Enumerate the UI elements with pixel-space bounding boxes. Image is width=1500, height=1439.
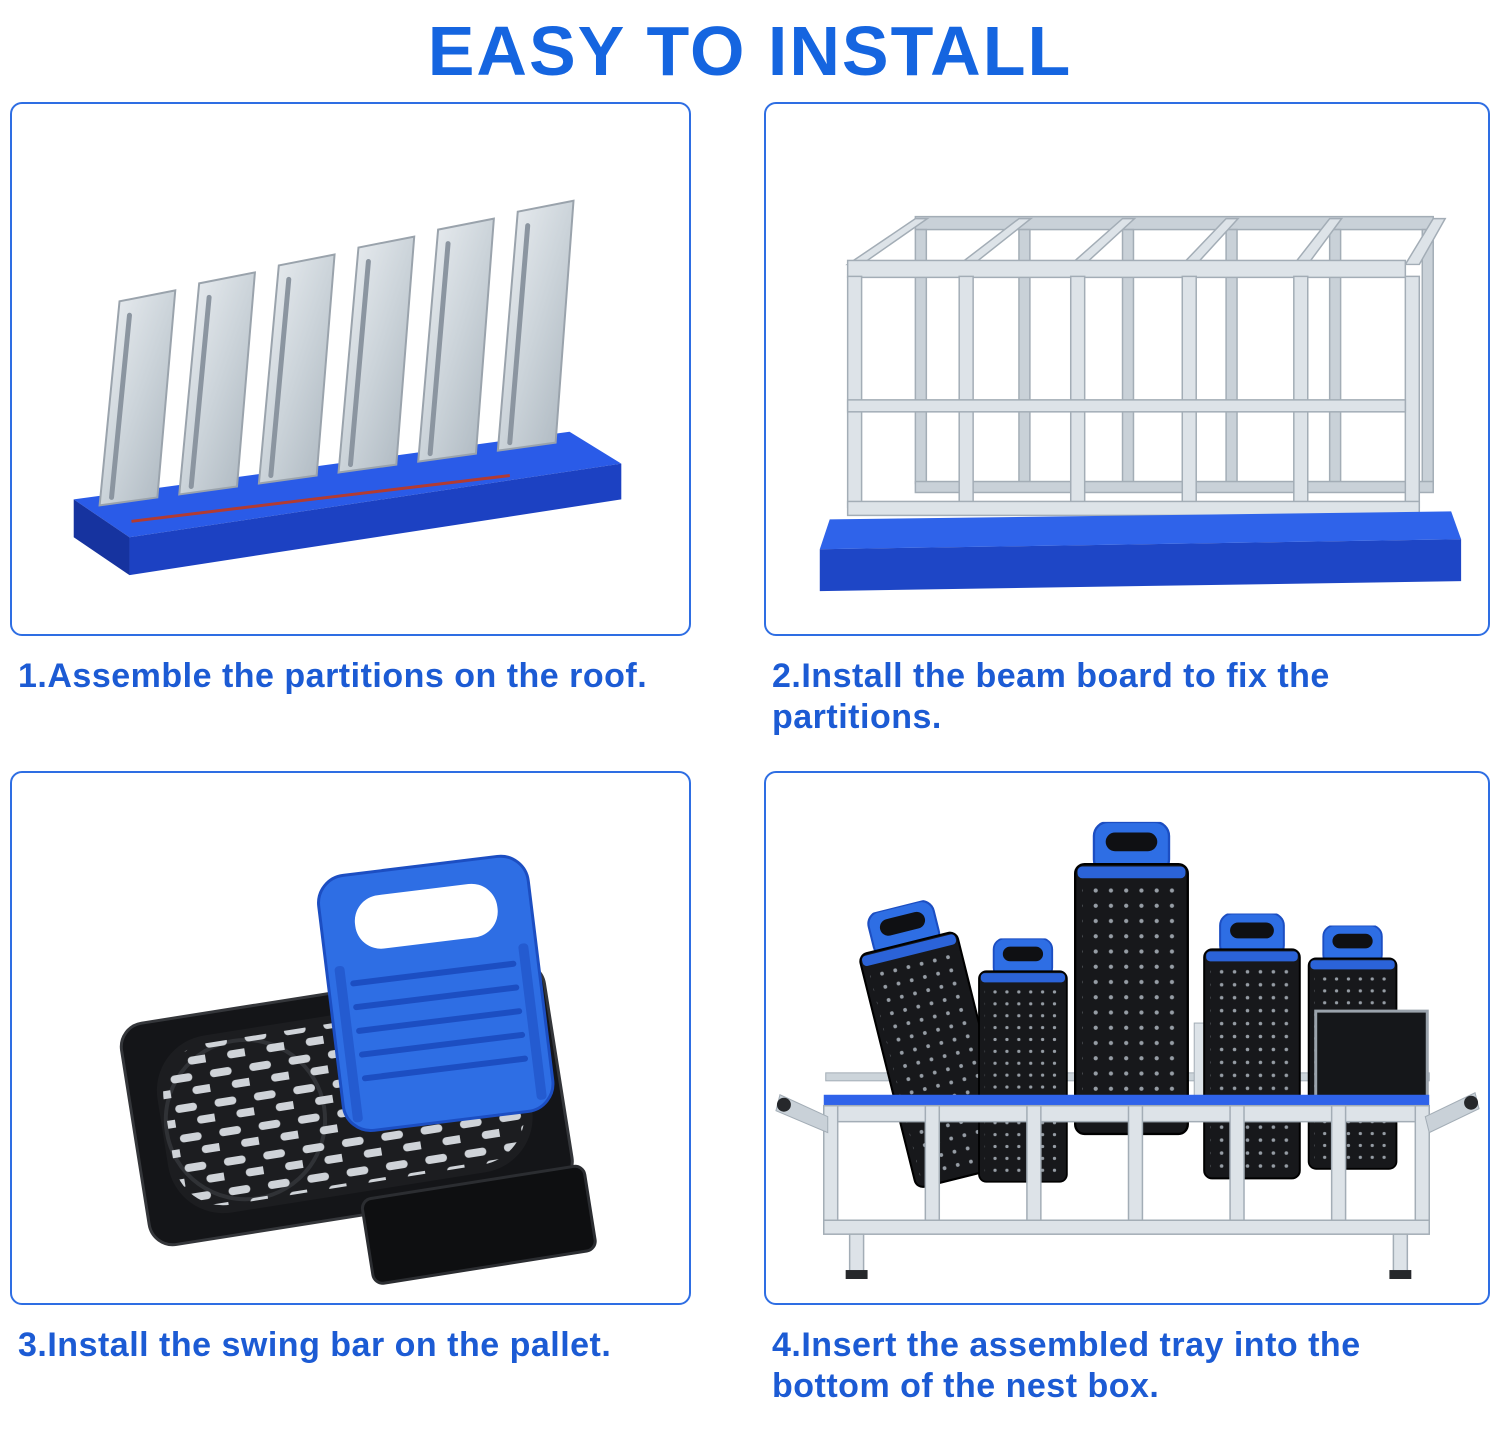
steps-grid: 1.Assemble the partitions on the roof. (0, 102, 1500, 1439)
beam-board-frame-illustration (819, 215, 1462, 592)
step-3: 3.Install the swing bar on the pallet. (10, 770, 691, 1439)
swing-bar-pallet-illustration (119, 854, 597, 1285)
step-4-caption: 4.Insert the assembled tray into the bot… (772, 1325, 1361, 1406)
page-title: EASY TO INSTALL (427, 12, 1073, 90)
step-1: 1.Assemble the partitions on the roof. (10, 102, 691, 771)
step-1-photo-panel (10, 102, 691, 636)
step-4: 4.Insert the assembled tray into the bot… (764, 770, 1490, 1439)
tray-in-nest-box-illustration (775, 821, 1480, 1279)
partitions-on-base-illustration (73, 199, 622, 576)
step-2: 2.Install the beam board to fix the part… (764, 102, 1490, 771)
step-2-photo-panel (764, 102, 1490, 636)
step-3-photo-panel (10, 770, 691, 1305)
step-3-caption: 3.Install the swing bar on the pallet. (18, 1325, 612, 1364)
step-4-photo-panel (764, 770, 1490, 1305)
step-2-caption: 2.Install the beam board to fix the part… (772, 657, 1330, 737)
step-1-caption: 1.Assemble the partitions on the roof. (18, 657, 648, 695)
